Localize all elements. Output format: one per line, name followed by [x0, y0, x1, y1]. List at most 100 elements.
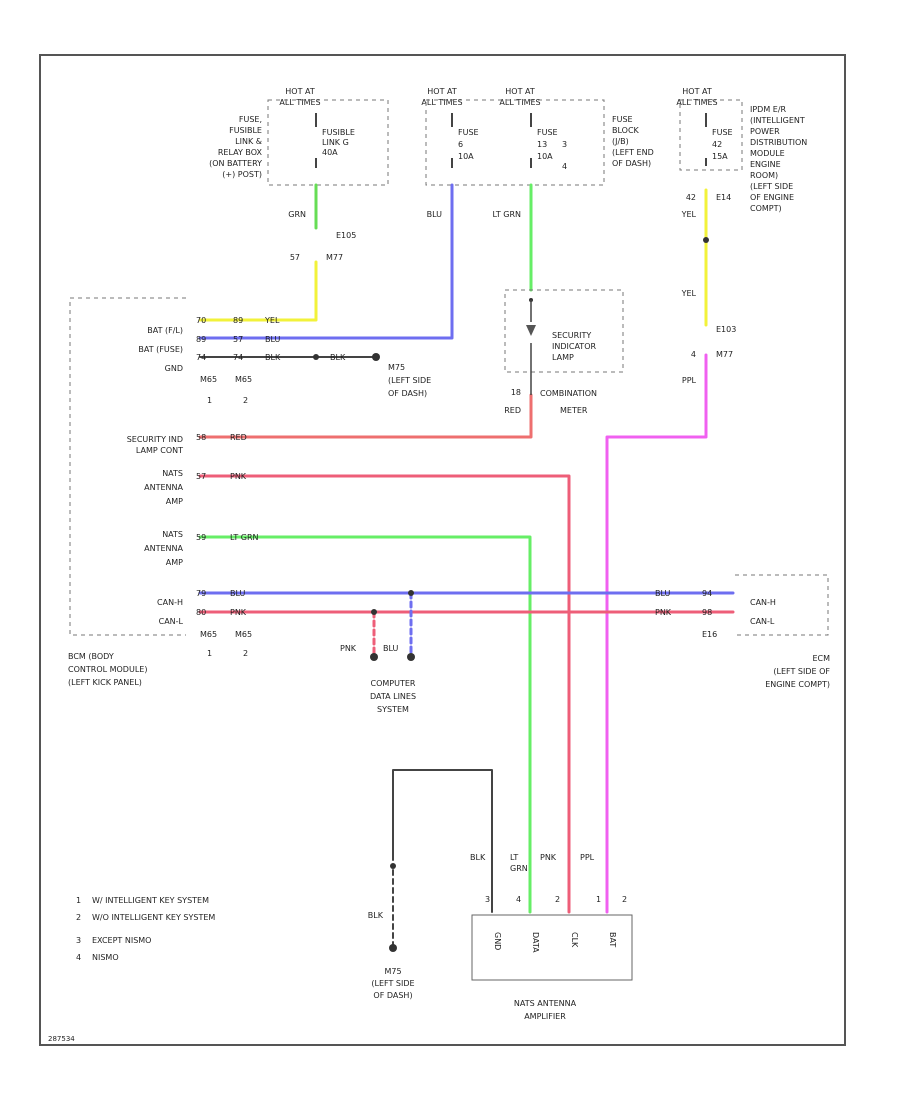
bcm-pin-red: 58 [196, 433, 206, 442]
fuse4-line-1: FUSE [712, 128, 733, 137]
fuse1-box [267, 99, 389, 186]
bcm-conn-top-1: M65 [200, 375, 217, 384]
bcm-pin-blu: 89 [196, 335, 206, 344]
fuse4-box [679, 99, 743, 171]
conn-e103-name: E103 [716, 325, 736, 334]
conn-e14-pin: 42 [686, 193, 696, 202]
junction-dot-amp-gnd [390, 863, 396, 869]
bcm-pin-ltgrn: 59 [196, 533, 206, 542]
amp-box [471, 914, 633, 981]
junction-dot-can-h [408, 590, 414, 596]
fuse-ipdm-er: HOT AT ALL TIMES FUSE 42 15A IPDM E/R (I… [676, 87, 807, 213]
conn-e14-conn: E14 [716, 193, 731, 202]
amp-name-1: NATS ANTENNA [514, 999, 577, 1008]
fuse1-line-3: 40A [322, 148, 338, 157]
fuse1-desc-5: (ON BATTERY [209, 159, 262, 168]
label-red-bcm: RED [230, 433, 247, 442]
ecm-can-h: CAN-H [750, 598, 776, 607]
conn-e103-pin: 4 [691, 350, 696, 359]
wire-ppl-amp [605, 353, 708, 914]
computer-data-lines-system: COMPUTER DATA LINES SYSTEM [370, 679, 416, 714]
ecm-name-1: ECM [812, 654, 830, 663]
label-ltgrn-antenna: LT GRN [230, 533, 259, 542]
junction-dot-ipdm [703, 237, 709, 243]
conn-e105-conn: M77 [326, 253, 343, 262]
note-1-text: W/ INTELLIGENT KEY SYSTEM [92, 896, 209, 905]
bcm-label-nats1-a: NATS [162, 469, 183, 478]
label-pnk-drop: PNK [340, 644, 357, 653]
bcm-pin-blucan: 79 [196, 589, 206, 598]
bcm-label-nats2-b: ANTENNA [144, 544, 183, 553]
label-blk-gnd: BLK [330, 353, 346, 362]
fuse3-line-1: FUSE [537, 128, 558, 137]
ground1-loc-2: OF DASH) [388, 389, 427, 398]
ground2-name: M75 [384, 967, 401, 976]
fuse3-desc-5: OF DASH) [612, 159, 651, 168]
amp-pin-num-3: 2 [555, 895, 560, 904]
junction-dot-can-l [371, 609, 377, 615]
fuse3-desc-1: FUSE [612, 115, 633, 124]
can-system-3: SYSTEM [377, 705, 409, 714]
fuse2-when-label: ALL TIMES [421, 98, 462, 107]
label-pnk-amp: PNK [540, 853, 557, 862]
ecm-can-l: CAN-L [750, 617, 775, 626]
fuse4-desc-3: POWER [750, 127, 780, 136]
diagram-frame [39, 54, 846, 1046]
amp-pin-bat: BAT [608, 932, 617, 947]
label-blu: BLU [427, 210, 443, 219]
meter-box [504, 289, 624, 373]
fuse2-3-elements [451, 113, 532, 168]
bcm-pin-yel: 70 [196, 316, 206, 325]
note-4-num: 4 [76, 953, 81, 962]
ecm-name-2: (LEFT SIDE OF [773, 667, 830, 676]
ecm-name-3: ENGINE COMPT) [765, 680, 830, 689]
label-ppl-amp: PPL [580, 853, 595, 862]
conn-e105-name: E105 [336, 231, 356, 240]
bcm-box [69, 297, 186, 636]
label-blk-gnd2: BLK [368, 911, 384, 920]
ground1-loc-1: (LEFT SIDE [388, 376, 431, 385]
fuse4-desc-10: COMPT) [750, 204, 782, 213]
bcm-name-2: CONTROL MODULE) [68, 665, 147, 674]
fuse2-line-3: 10A [458, 152, 474, 161]
bcm-foot-bot-1: 1 [207, 649, 212, 658]
label-grn: GRN [288, 210, 306, 219]
fuse4-desc-6: ENGINE [750, 160, 781, 169]
ground-dot-amp [389, 944, 397, 952]
label-ppl: PPL [682, 376, 697, 385]
amp-name-2: AMPLIFIER [524, 1012, 566, 1021]
amp-pin-num-5: 2 [622, 895, 627, 904]
fuse4-desc-4: DISTRIBUTION [750, 138, 807, 147]
fuse1-desc-4: RELAY BOX [218, 148, 263, 157]
bcm-pin-blk: 74 [196, 353, 206, 362]
bcm-foot-bot-2: 2 [243, 649, 248, 658]
fuse2-line-1: FUSE [458, 128, 479, 137]
label-blu-bat: BLU [265, 335, 281, 344]
bcm-label-nats1-b: ANTENNA [144, 483, 183, 492]
conn-e105-pin: 57 [290, 253, 300, 262]
meter-lamp-icon [526, 325, 536, 336]
bcm-label-sec-1: SECURITY IND [127, 435, 183, 444]
label-lt-amp: LT [510, 853, 518, 862]
note-2-text: W/O INTELLIGENT KEY SYSTEM [92, 913, 215, 922]
bcm-pin-pnk: 57 [196, 472, 206, 481]
ground-m75-bcm: M75 (LEFT SIDE OF DASH) [388, 363, 431, 398]
meter-label-2: INDICATOR [552, 342, 596, 351]
bcm-label-nats2-a: NATS [162, 530, 183, 539]
fuse4-desc-8: (LEFT SIDE [750, 182, 793, 191]
fuse3-hot-label: HOT AT [505, 87, 535, 96]
fuse1-desc-3: LINK & [235, 137, 262, 146]
bcm-label-bat-fl: BAT (F/L) [147, 326, 183, 335]
fuse3-desc-4: (LEFT END [612, 148, 654, 157]
label-pnk-ecm: PNK [655, 608, 672, 617]
note-1-num: 1 [76, 896, 81, 905]
fuse1-when-label: ALL TIMES [279, 98, 320, 107]
fuse4-desc-7: ROOM) [750, 171, 778, 180]
fuse4-desc-9: OF ENGINE [750, 193, 794, 202]
nats-antenna-amplifier: 3 4 2 1 2 GND DATA CLK BAT NATS ANTENNA … [471, 895, 633, 1021]
fuse-block-jb: HOT AT ALL TIMES HOT AT ALL TIMES FUSE 6… [421, 87, 654, 186]
combination-meter: SECURITY INDICATOR LAMP 18 COMBINATION M… [504, 289, 624, 415]
fuse1-hot-label: HOT AT [285, 87, 315, 96]
ground-dot-bcm [372, 353, 380, 361]
bcm-foot-top-1: 1 [207, 396, 212, 405]
